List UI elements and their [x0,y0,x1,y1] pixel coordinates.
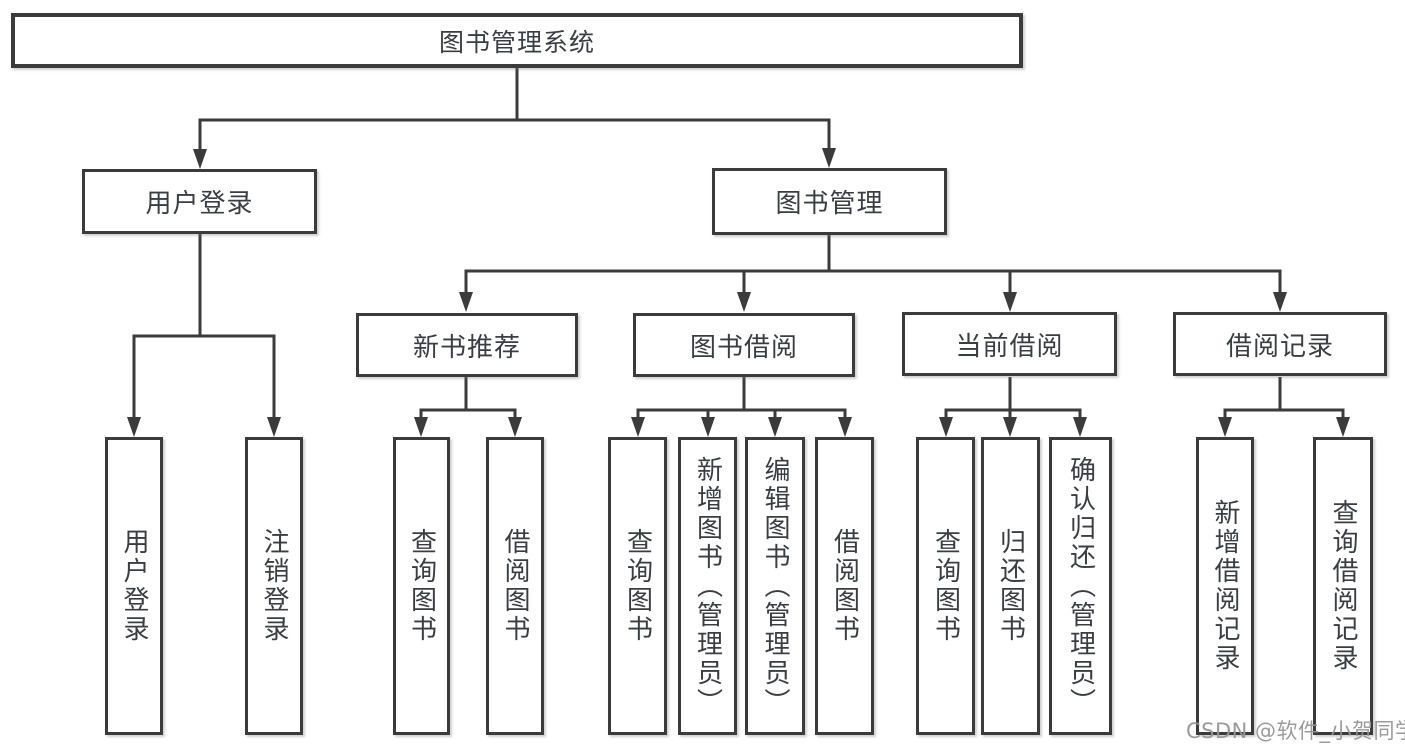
leaf-query-book-2: 查询图书 [608,437,667,735]
leaf-query-book-1: 查询图书 [393,437,450,735]
csdn-watermark: CSDN @软件_小贺同学 [1186,719,1405,743]
leaf-query-book-3: 查询图书 [916,437,975,735]
node-borrow-records: 借阅记录 [1173,312,1387,376]
leaf-add-book-admin: 新增图书（管理员） [678,437,737,735]
node-root: 图书管理系统 [11,13,1023,68]
node-book-borrow: 图书借阅 [633,313,855,377]
node-user-login: 用户登录 [82,169,317,234]
leaf-add-borrow-record: 新增借阅记录 [1196,437,1254,735]
leaf-edit-book-admin: 编辑图书（管理员） [745,437,805,735]
node-book-management: 图书管理 [712,168,947,235]
leaf-borrow-book-2: 借阅图书 [815,437,874,735]
node-new-book-recommend: 新书推荐 [356,313,578,377]
leaf-borrow-book-1: 借阅图书 [486,437,544,735]
leaf-user-login: 用户登录 [105,437,163,735]
node-current-borrow: 当前借阅 [902,312,1117,376]
leaf-confirm-return-admin: 确认归还（管理员） [1049,437,1112,735]
leaf-return-book: 归还图书 [981,437,1040,735]
leaf-query-borrow-record: 查询借阅记录 [1313,437,1373,735]
leaf-logout: 注销登录 [245,437,303,735]
arrowheads [127,148,1350,437]
